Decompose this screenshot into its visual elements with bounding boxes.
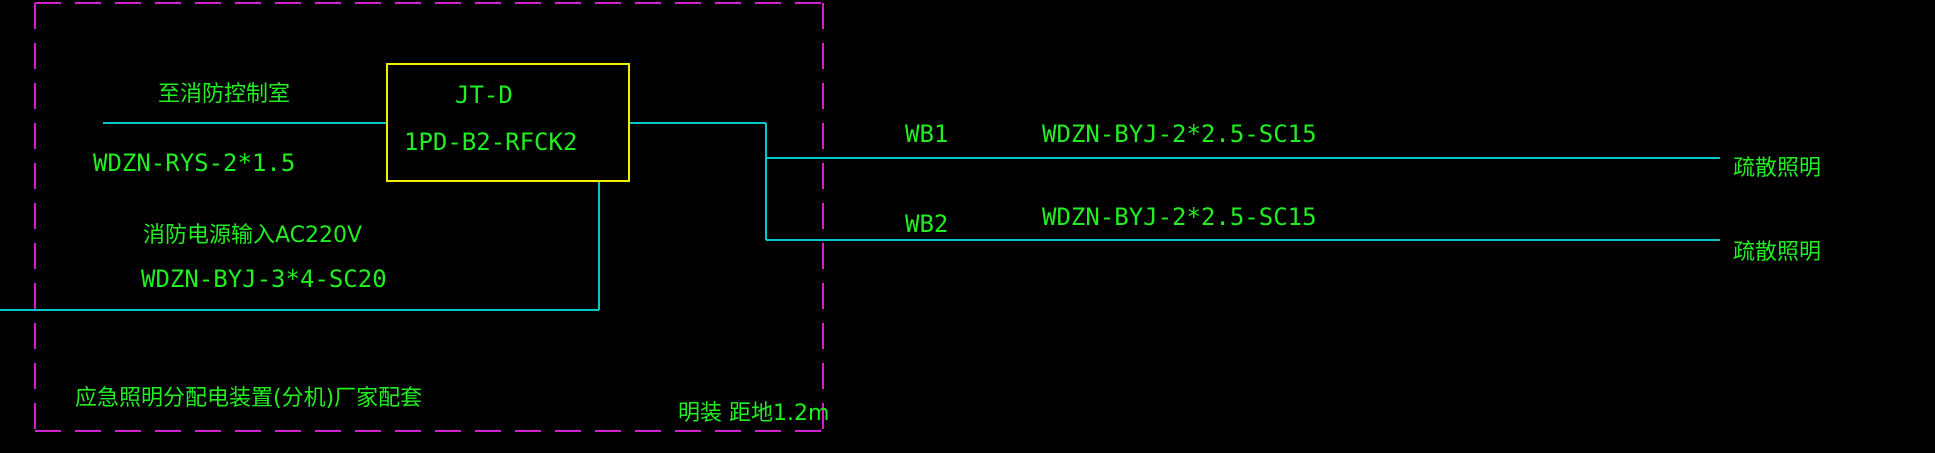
power-input-cable: WDZN-BYJ-3*4-SC20: [141, 265, 387, 293]
panel-code-top: JT-D: [455, 81, 513, 109]
fire-control-cable: WDZN-RYS-2*1.5: [93, 149, 295, 177]
panel-code-bottom: 1PD-B2-RFCK2: [404, 128, 577, 156]
mounting-note: 明装 距地1.2m: [678, 401, 829, 426]
enclosure-description: 应急照明分配电装置(分机)厂家配套: [75, 386, 422, 411]
circuit-wb1-load: 疏散照明: [1733, 156, 1821, 181]
wires: [0, 122, 1720, 311]
circuit-wb1-id: WB1: [905, 120, 948, 148]
distribution-panel-box[interactable]: [386, 63, 630, 182]
circuit-wb2-id: WB2: [905, 210, 948, 238]
circuit-wb2-load: 疏散照明: [1733, 240, 1821, 265]
enclosure-boundary: [34, 2, 824, 432]
circuit-wb2-cable: WDZN-BYJ-2*2.5-SC15: [1042, 203, 1317, 231]
circuit-wb1-cable: WDZN-BYJ-2*2.5-SC15: [1042, 120, 1317, 148]
power-input-label: 消防电源输入AC220V: [143, 223, 362, 248]
fire-control-label: 至消防控制室: [158, 82, 290, 107]
